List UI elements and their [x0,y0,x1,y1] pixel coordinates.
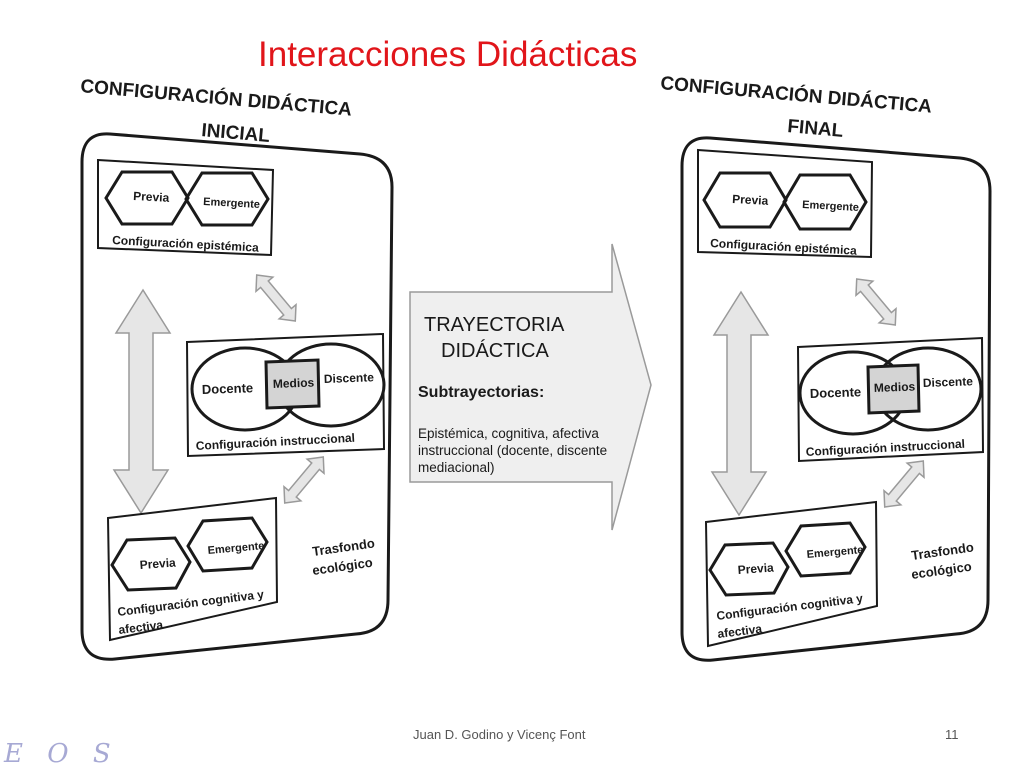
right-vertical-double-arrow [710,290,770,517]
right-epistemic-previa-label: Previa [732,192,769,208]
left-cognitive-config: Previa Emergente Configuración cognitiva… [106,496,279,642]
left-cognitive-emergente-hexagon [186,516,269,573]
slide-title: Interacciones Didácticas [258,35,637,74]
left-upper-diagonal-arrow [255,274,297,322]
footer-page-number: 11 [945,727,959,742]
left-cognitive-previa-hexagon [110,536,192,592]
left-cognitive-previa-label: Previa [139,555,176,572]
right-instructional-config: Docente Medios Discente Configuración in… [796,336,985,463]
left-epistemic-config: Previa Emergente Configuración epistémic… [97,158,275,257]
right-epistemic-config: Previa Emergente Configuración epistémic… [697,148,874,259]
left-medios-box [264,358,321,410]
right-cognitive-previa-hexagon [708,541,790,597]
right-cognitive-emergente-label: Emergente [806,544,864,561]
left-vertical-double-arrow [112,288,172,515]
right-lower-diagonal-arrow [883,460,925,508]
left-epistemic-emergente-label: Emergente [203,196,260,211]
footer-authors: Juan D. Godino y Vicenç Font [413,727,586,742]
right-cognitive-caption-line2: afectiva [717,622,763,641]
trajectory-desc-line3: mediacional) [418,460,495,475]
right-discente-label: Discente [923,374,974,390]
right-epistemic-emergente-hexagon [782,173,868,231]
right-medios-box [866,363,921,415]
right-cognitive-box [704,500,879,648]
left-discente-label: Discente [324,370,375,386]
right-cognitive-emergente-hexagon [784,521,867,578]
left-panel: CONFIGURACIÓN DIDÁCTICA INICIAL Previa E… [80,75,394,661]
trajectory-title-line2: DIDÁCTICA [441,339,549,362]
left-instructional-config: Docente Medios Discente Configuración in… [185,332,386,458]
right-panel-heading-line1: CONFIGURACIÓN DIDÁCTICA [660,72,933,118]
trajectory-arrow: TRAYECTORIA DIDÁCTICA Subtrayectorias: E… [409,243,652,531]
right-docente-label: Docente [810,384,862,401]
left-panel-heading-line1: CONFIGURACIÓN DIDÁCTICA [80,75,353,121]
left-cognitive-emergente-label: Emergente [207,540,265,557]
trajectory-subtitle: Subtrayectorias: [418,384,544,401]
right-upper-diagonal-arrow [855,278,897,326]
left-epistemic-previa-label: Previa [133,189,170,205]
left-epistemic-box [97,158,275,257]
trajectory-desc-line2: instruccional (docente, discente [418,443,607,458]
right-cognitive-previa-label: Previa [737,560,774,577]
left-lower-diagonal-arrow [283,456,325,504]
left-epistemic-emergente-hexagon [184,171,270,227]
trajectory-arrow-shape [409,243,652,531]
eos-logo: E O S [3,739,119,768]
left-medios-label: Medios [273,376,315,391]
trajectory-desc-line1: Epistémica, cognitiva, afectiva [418,426,599,441]
left-docente-label: Docente [202,380,254,397]
left-cognitive-caption-line2: afectiva [118,618,164,637]
right-panel-heading-line2: FINAL [787,116,845,142]
trajectory-title-line1: TRAYECTORIA [424,314,565,336]
right-epistemic-emergente-label: Emergente [802,199,859,214]
left-cognitive-box [106,496,279,642]
right-medios-label: Medios [874,380,916,395]
right-panel: CONFIGURACIÓN DIDÁCTICA FINAL Previa Eme… [660,72,992,662]
